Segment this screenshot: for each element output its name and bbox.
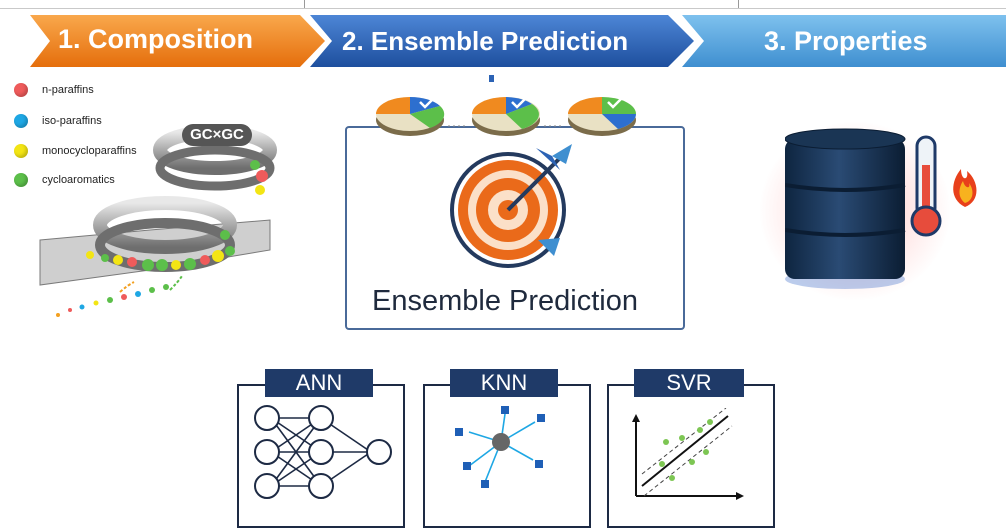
ensemble-connector: [489, 75, 494, 82]
ann-model-tag: ANN: [265, 369, 373, 397]
step-2-label: 2. Ensemble Prediction: [342, 26, 629, 56]
eluted-trail: [56, 275, 183, 317]
pie-1: [376, 97, 445, 136]
header-divider: [738, 0, 739, 8]
step-banners: [30, 15, 1006, 67]
legend-item-iso-paraffins: iso-paraffins: [14, 112, 102, 130]
pie-3: [568, 97, 636, 136]
gc-column-illustration: [39, 125, 277, 317]
top-strip: [0, 0, 1006, 9]
step-2-arrow: [310, 15, 694, 67]
legend-dot: [14, 144, 28, 158]
legend-dot: [14, 114, 28, 128]
legend-label: cycloaromatics: [42, 174, 115, 186]
ann-network-diagram: [254, 405, 392, 499]
legend-item-monocycloparaffins: monocycloparaffins: [14, 142, 137, 160]
oil-barrel-icon: [785, 128, 977, 289]
knn-neighbors-diagram: [455, 406, 545, 488]
pie-2: [472, 97, 540, 136]
step-3-arrow: [682, 15, 1006, 67]
target-icon: [450, 144, 572, 268]
legend-label: monocycloparaffins: [42, 145, 137, 157]
ensemble-label: Ensemble Prediction: [372, 285, 638, 317]
analyte-balls: [86, 160, 268, 271]
step-3-label: 3. Properties: [764, 26, 928, 56]
header-divider: [304, 0, 305, 8]
legend-dot: [14, 173, 28, 187]
svr-model-tag: SVR: [634, 369, 744, 397]
step-1-label: 1. Composition: [58, 24, 253, 54]
knn-model-tag: KNN: [450, 369, 558, 397]
gc-badge: GC×GC: [182, 124, 252, 146]
legend-label: n-paraffins: [42, 84, 94, 96]
model-pies: [376, 97, 636, 136]
legend-label: iso-paraffins: [42, 115, 102, 127]
svr-regression-diagram: [632, 408, 744, 500]
legend-item-cycloaromatics: cycloaromatics: [14, 171, 115, 189]
legend-item-n-paraffins: n-paraffins: [14, 81, 94, 99]
legend-dot: [14, 83, 28, 97]
step-1-arrow: [30, 15, 325, 67]
